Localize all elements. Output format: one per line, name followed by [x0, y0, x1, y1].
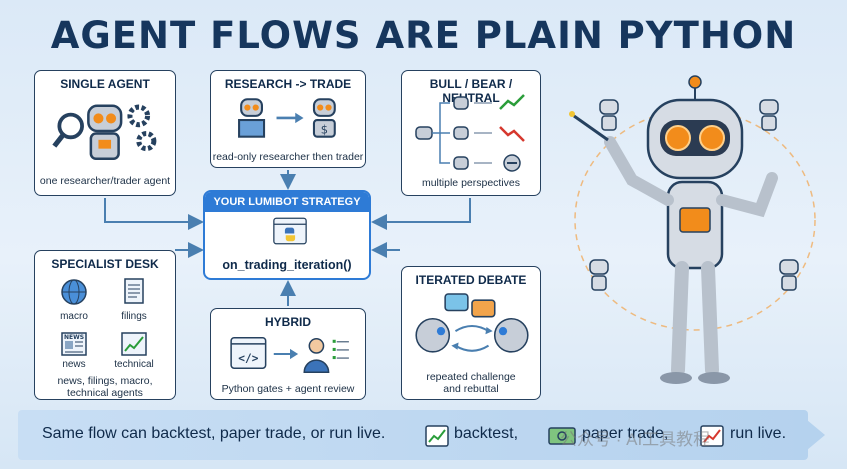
label-technical: technical: [114, 359, 154, 370]
robot-conductor-illustration: [569, 75, 816, 384]
card-caption-line-1: repeated challenge: [426, 371, 516, 383]
live-chart-icon: [700, 425, 724, 447]
card-hybrid: HYBRID </> Python gates + agent review: [210, 308, 366, 400]
money-icon: [548, 427, 576, 445]
card-title: ITERATED DEBATE: [415, 273, 527, 287]
backtest-chart-icon: [425, 425, 449, 447]
label-filings: filings: [121, 311, 147, 322]
document-icon: [124, 278, 144, 304]
banner-lead: Same flow can backtest, paper trade, or …: [42, 425, 386, 442]
card-specialist-desk: SPECIALIST DESK macro filings NEWS news …: [34, 250, 176, 400]
lumibot-strategy-hub: YOUR LUMIBOT STRATEGY on_trading_iterati…: [203, 190, 371, 280]
card-iterated-debate: ITERATED DEBATE repeated challenge and r…: [401, 266, 541, 400]
robot-magnifier-icon: [52, 104, 157, 160]
label-news: news: [62, 359, 86, 370]
card-title: SINGLE AGENT: [60, 77, 150, 91]
code-to-reviewer-icon: </>: [230, 336, 349, 374]
page-title: AGENT FLOWS ARE PLAIN PYTHON: [50, 14, 797, 57]
perspectives-icon: [415, 94, 525, 172]
researcher-to-trader-icon: $: [238, 98, 336, 138]
watermark: 公众号 · AI工具教程: [560, 430, 711, 449]
card-caption: Python gates + agent review: [221, 383, 355, 395]
card-caption: multiple perspectives: [421, 177, 521, 189]
svg-text:$: $: [321, 123, 328, 137]
card-title: HYBRID: [264, 315, 311, 329]
card-title: SPECIALIST DESK: [51, 257, 159, 271]
debate-robots-icon: [415, 293, 529, 353]
card-single-agent: SINGLE AGENT one researcher/trader agent: [34, 70, 176, 196]
newspaper-icon: NEWS: [61, 332, 87, 356]
card-bull-bear-neutral: BULL / BEAR / NEUTRAL multiple perspecti…: [401, 70, 541, 196]
bottom-banner: [18, 410, 808, 460]
hub-title: YOUR LUMIBOT STRATEGY: [205, 192, 369, 212]
card-caption: read-only researcher then trader: [212, 151, 364, 163]
news-badge: NEWS: [64, 334, 84, 341]
svg-text:</>: </>: [238, 352, 258, 365]
card-caption-line-2: technical agents: [67, 387, 143, 399]
banner-item-run-live: run live.: [730, 425, 787, 442]
banner-item-paper-trade: paper trade,: [582, 425, 669, 442]
card-caption: one researcher/trader agent: [39, 175, 171, 187]
chart-icon: [121, 332, 147, 356]
label-macro: macro: [60, 311, 88, 322]
card-research-trade: RESEARCH -> TRADE $ read-only researcher…: [210, 70, 366, 168]
card-caption-line-2: and rebuttal: [443, 383, 499, 395]
card-caption-line-1: news, filings, macro,: [57, 375, 153, 387]
banner-item-backtest: backtest,: [454, 425, 519, 442]
globe-icon: [61, 279, 87, 305]
banner-arrow-icon: [795, 410, 825, 460]
python-window-icon: [273, 217, 307, 245]
card-title: RESEARCH -> TRADE: [224, 77, 352, 91]
hub-function: on_trading_iteration(): [222, 258, 352, 272]
